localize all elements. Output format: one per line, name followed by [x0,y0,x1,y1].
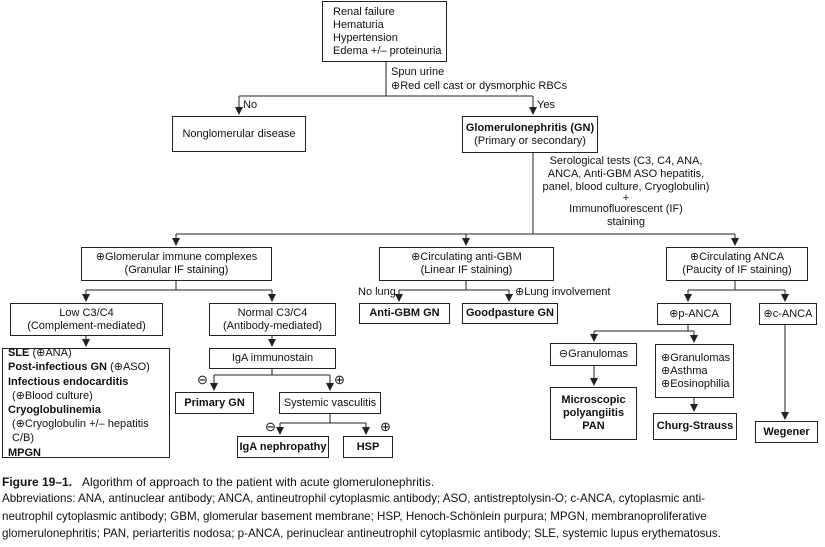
systemic-vasculitis-box: Systemic vasculitis [279,392,381,414]
churg-strauss-box: Churg-Strauss [653,413,737,440]
systemic-vasculitis-label: Systemic vasculitis [283,396,377,409]
low-c3-label: Low C3/C4 [59,306,114,319]
vasculitis-negative-sign: ⊖ [265,419,276,434]
red-cell-cast-label: ⊕Red cell cast or dysmorphic RBCs [391,80,568,92]
hsp-label: HSP [356,440,380,453]
symptom-renal-failure: Renal failure [333,5,395,18]
hsp-box: HSP [343,436,393,458]
iga-nephropathy-box: IgA nephropathy [237,436,329,458]
goodpasture-label: Goodpasture GN [465,307,554,319]
post-infectious-note: (⊕ASO) [107,361,150,374]
iga-immunostain-label: IgA immunostain [231,352,314,364]
p-anca-box: ⊕p-ANCA [657,303,731,325]
glomerulonephritis-box: Glomerulonephritis (GN) (Primary or seco… [462,116,598,153]
eosinophilia-finding: ⊕Eosinophilia [661,377,730,390]
abbreviations-line: neutrophil cytoplasmic antibody; GBM, gl… [2,509,707,523]
mpgn-name: MPGN [8,446,41,459]
endocarditis-name: Infectious endocarditis [8,375,129,388]
vasculitis-positive-sign: ⊕ [380,419,391,434]
wegener-label: Wegener [763,425,810,438]
normal-c3-label: Normal C3/C4 [237,306,308,319]
cryoglobulinemia-name: Cryoglobulinemia [8,404,101,416]
churg-strauss-label: Churg-Strauss [656,420,734,432]
abbreviations-line: glomerulonephritis; PAN, periarteritis n… [2,527,721,540]
tests-line: Serological tests (C3, C4, ANA, [549,155,703,167]
endocarditis-note: (⊕Blood culture) [12,389,93,402]
tests-line: panel, blood culture, Cryoglobulin) [542,181,710,193]
nonglomerular-label: Nonglomerular disease [182,127,296,140]
tests-plus: + [622,192,630,204]
figure-title: Algorithm of approach to the patient wit… [82,475,435,489]
post-infectious-name: Post-infectious GN [8,361,108,374]
immune-complex-box: ⊕Glomerular immune complexes (Granular I… [81,247,272,281]
anti-gbm-gn-label: Anti-GBM GN [369,307,440,319]
mpa-line: Microscopic [561,394,626,406]
c-anca-box: ⊕c-ANCA [759,303,817,325]
spun-urine-label: Spun urine [391,66,445,78]
anca-sublabel: (Paucity of IF staining) [682,264,792,276]
gn-title: Glomerulonephritis (GN) [465,121,595,134]
immune-complex-label: ⊕Glomerular immune complexes [95,251,258,263]
iga-immunostain-box: IgA immunostain [209,348,336,369]
anti-gbm-label: ⊕Circulating anti-GBM [411,251,522,263]
abbreviations: Abbreviations: ANA, antinuclear antibody… [2,490,823,543]
negative-granulomas-box: ⊖Granulomas [550,343,637,366]
granulomas-finding: ⊕Granulomas [661,351,731,364]
sle-name: SLE [8,347,30,360]
tests-line: ANCA, Anti-GBM ASO hepatitis, [547,168,705,180]
lung-involvement-label: ⊕Lung involvement [515,286,611,298]
c-anca-label: ⊕c-ANCA [763,307,813,320]
complement-diseases-box: SLE (⊕ANA) Post-infectious GN (⊕ASO) Inf… [2,346,170,459]
no-lung-label: No lung [358,286,396,298]
gn-subtitle: (Primary or secondary) [474,134,586,147]
cryoglobulinemia-note: (⊕Cryoglobulin +/– hepatitis C/B) [12,418,149,445]
anca-box: ⊕Circulating ANCA (Paucity of IF stainin… [666,247,808,281]
goodpasture-box: Goodpasture GN [462,303,558,324]
tests-line: staining [607,216,645,228]
primary-gn-box: Primary GN [175,392,254,414]
anti-gbm-sublabel: (Linear IF staining) [420,264,513,276]
symptom-edema: Edema +/– proteinuria [333,44,442,57]
branch-yes-label: Yes [537,99,555,111]
tests-line: Immunofluorescent (IF) [569,203,683,215]
positive-findings-box: ⊕Granulomas ⊕Asthma ⊕Eosinophilia [655,344,734,398]
figure-label: Figure 19–1. [2,475,73,489]
low-c3-sublabel: (Complement-mediated) [27,319,146,332]
low-c3-box: Low C3/C4 (Complement-mediated) [10,303,163,336]
normal-c3-sublabel: (Antibody-mediated) [222,319,323,332]
sle-note: (⊕ANA) [29,347,72,360]
branch-no-label: No [243,99,258,111]
symptom-hematuria: Hematuria [333,18,384,31]
negative-granulomas-label: ⊖Granulomas [558,348,629,360]
abbreviations-line: Abbreviations: ANA, antinuclear antibody… [2,492,706,505]
normal-c3-box: Normal C3/C4 (Antibody-mediated) [209,303,336,336]
post-infectious-item: Post-infectious GN (⊕ASO) [8,360,150,374]
wegener-box: Wegener [755,421,818,443]
anti-gbm-box: ⊕Circulating anti-GBM (Linear IF stainin… [379,247,554,281]
microscopic-polyangiitis-box: Microscopic polyangiitis PAN [550,387,637,440]
primary-gn-label: Primary GN [184,396,245,409]
symptom-hypertension: Hypertension [333,31,398,44]
figure-caption: Figure 19–1. Algorithm of approach to th… [2,475,434,490]
iga-nephropathy-label: IgA nephropathy [239,440,327,453]
nonglomerular-disease-box: Nonglomerular disease [172,116,306,152]
mpa-line: polyangiitis [562,407,625,419]
p-anca-label: ⊕p-ANCA [669,307,719,320]
pan-label: PAN [582,420,605,432]
iga-negative-sign: ⊖ [197,372,208,387]
anca-label: ⊕Circulating ANCA [689,251,785,263]
asthma-finding: ⊕Asthma [661,364,708,377]
sle-item: SLE (⊕ANA) [8,346,72,360]
iga-positive-sign: ⊕ [334,372,345,387]
immune-complex-sublabel: (Granular IF staining) [124,264,229,276]
presenting-symptoms-box: Renal failure Hematuria Hypertension Ede… [322,1,447,62]
tests-label: Serological tests (C3, C4, ANA, ANCA, An… [534,155,718,229]
anti-gbm-gn-box: Anti-GBM GN [359,303,450,324]
